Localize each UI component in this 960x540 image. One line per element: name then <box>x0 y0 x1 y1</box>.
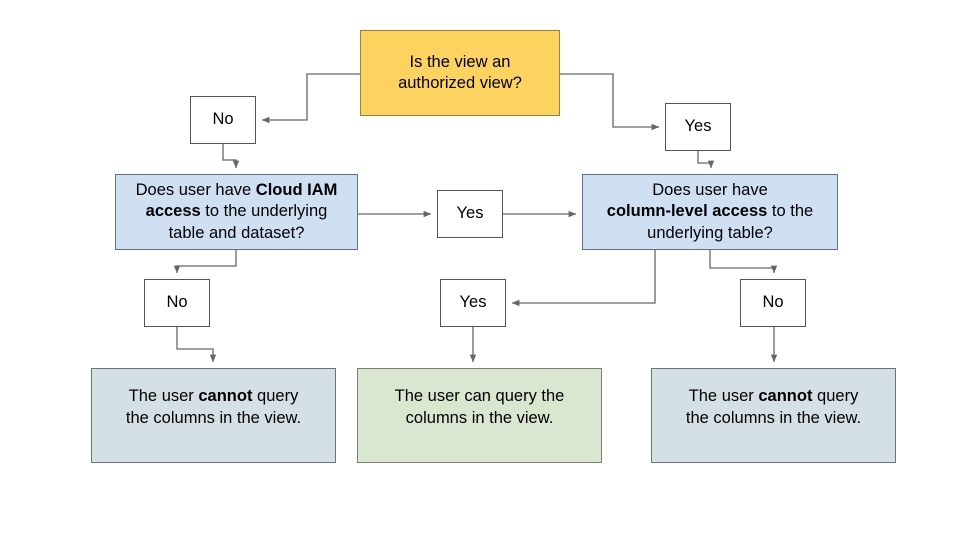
node-is-authorized-view[interactable]: Is the view an authorized view? <box>360 30 560 116</box>
node-no-left-label: No <box>166 293 188 312</box>
node-cloud-iam-access[interactable]: Does user have Cloud IAM access to the u… <box>115 174 358 250</box>
edge-no-top-to-iam <box>222 144 240 169</box>
edge-no-left-to-deny <box>176 327 217 363</box>
node-result-deny-left-label: The user cannot query the columns in the… <box>125 387 302 427</box>
node-yes-middle[interactable]: Yes <box>437 190 503 238</box>
node-cloud-iam-access-label: Does user have Cloud IAM access to the u… <box>135 181 338 242</box>
node-yes-bottom-label: Yes <box>459 293 487 312</box>
node-no-right[interactable]: No <box>740 279 806 327</box>
node-yes-middle-label: Yes <box>456 204 484 223</box>
edge-start-to-yes-top <box>560 73 660 131</box>
node-result-deny-right-label: The user cannot query the columns in the… <box>685 387 862 427</box>
edge-start-to-no-top <box>261 73 360 124</box>
node-is-authorized-view-label: Is the view an authorized view? <box>398 52 522 92</box>
edge-column-to-yes-bottom <box>511 250 656 307</box>
node-yes-bottom[interactable]: Yes <box>440 279 506 327</box>
node-result-deny-left[interactable]: The user cannot query the columns in the… <box>91 368 336 463</box>
edge-column-to-no-right <box>709 250 778 274</box>
node-result-allow-middle[interactable]: The user can query the columns in the vi… <box>357 368 602 463</box>
node-yes-top[interactable]: Yes <box>665 103 731 151</box>
node-result-allow-middle-label: The user can query the columns in the vi… <box>394 387 565 427</box>
node-no-left[interactable]: No <box>144 279 210 327</box>
node-yes-top-label: Yes <box>684 117 712 136</box>
edge-yes-top-to-column <box>697 151 715 169</box>
node-no-right-label: No <box>762 293 784 312</box>
node-no-top[interactable]: No <box>190 96 256 144</box>
node-column-level-access-label: Does user have column-level access to th… <box>606 181 814 242</box>
node-column-level-access[interactable]: Does user have column-level access to th… <box>582 174 838 250</box>
node-no-top-label: No <box>212 110 234 129</box>
edge-iam-to-no-left <box>173 250 237 274</box>
node-result-deny-right[interactable]: The user cannot query the columns in the… <box>651 368 896 463</box>
